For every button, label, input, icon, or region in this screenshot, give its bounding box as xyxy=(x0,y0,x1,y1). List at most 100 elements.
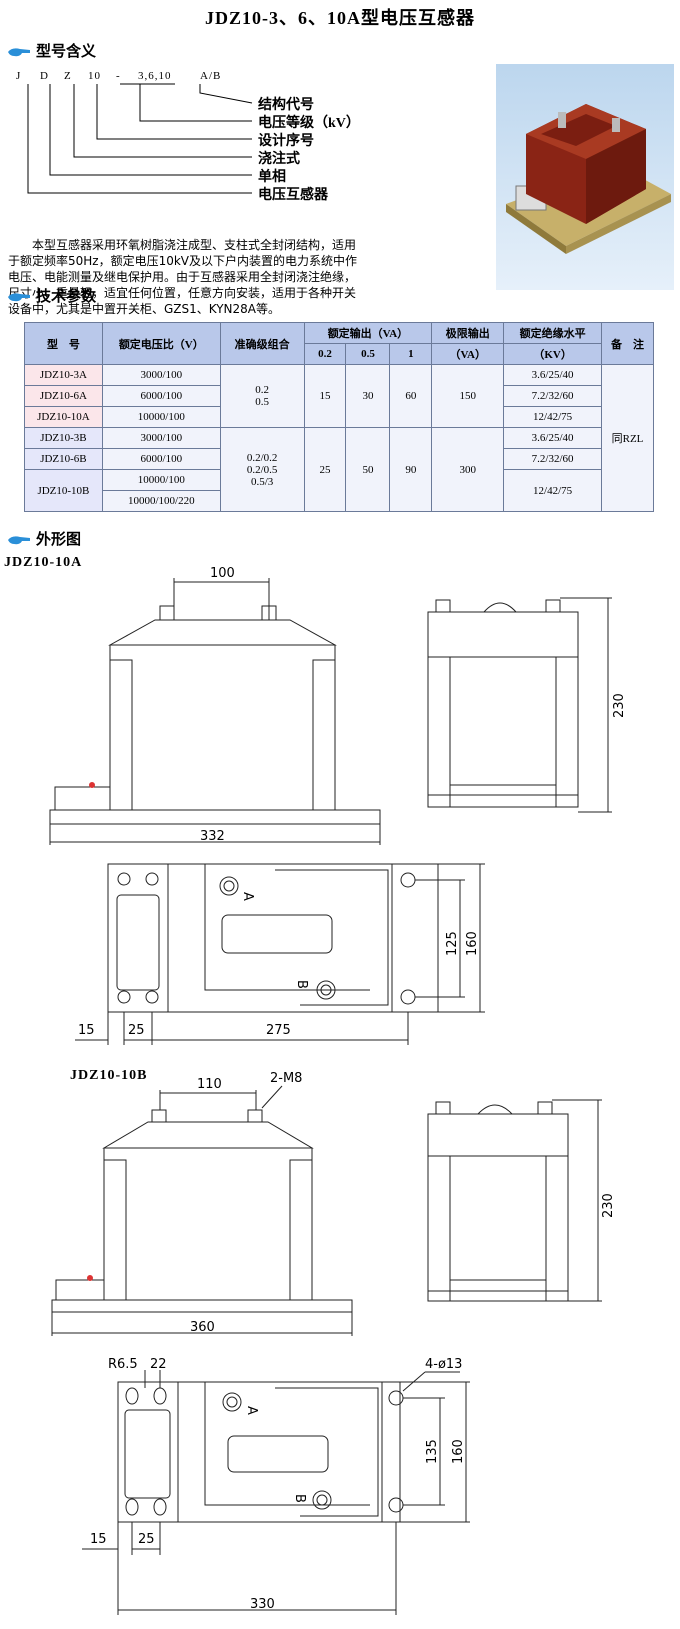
table-cell-ratio: 3000/100 xyxy=(101,427,221,449)
terminal-label: A xyxy=(244,1406,259,1415)
dim-label: 22 xyxy=(150,1357,167,1372)
desc-line: 设备中，尤其是中置开关柜、GZS1、KYN28A等。 xyxy=(8,302,280,316)
dim-label: 160 xyxy=(451,1439,466,1464)
pointing-hand-icon xyxy=(8,292,30,301)
header-limit-unit: （VA） xyxy=(431,343,505,365)
table-cell-insulation: 12/42/75 xyxy=(503,469,603,512)
dim-label: 4-ø13 xyxy=(425,1357,462,1372)
table-cell-output: 50 xyxy=(345,427,391,512)
accuracy-value: 0.2/0.5 xyxy=(246,463,278,476)
meaning-structure: 结构代号 xyxy=(258,98,314,113)
desc-line: 本型互感器采用环氧树脂浇注成型、支柱式全封闭结构，适用 xyxy=(32,238,357,252)
header-model: 型 号 xyxy=(24,322,103,365)
drawing-b-side xyxy=(427,1099,602,1302)
dim-label: 15 xyxy=(90,1532,107,1547)
dim-label: 2-M8 xyxy=(270,1071,302,1086)
dim-label: 15 xyxy=(78,1023,95,1038)
section-tech-params: 技术参数 xyxy=(8,285,96,306)
meaning-single-phase: 单相 xyxy=(258,170,286,185)
header-remark: 备 注 xyxy=(601,322,654,365)
drawing-a-front xyxy=(49,578,381,845)
table-cell-output: 90 xyxy=(389,427,433,512)
accuracy-value: 0.2 xyxy=(255,384,270,396)
drawing-a-top xyxy=(75,863,485,1045)
drawing-a-label: JDZ10-10A xyxy=(4,555,83,570)
dim-label: 160 xyxy=(465,931,480,956)
desc-line: 电压、电能测量及继电保护用。由于互感器采用全封闭浇注绝缘， xyxy=(8,270,357,284)
table-cell-insulation: 12/42/75 xyxy=(503,406,603,428)
section-outline: 外形图 xyxy=(8,528,81,549)
dim-label: 25 xyxy=(128,1023,145,1038)
dim-label: 275 xyxy=(266,1023,291,1038)
dim-label: 25 xyxy=(138,1532,155,1547)
meaning-voltage: 电压等级（kV） xyxy=(258,116,360,131)
code-letter: 3,6,10 xyxy=(138,70,172,82)
table-cell-model: JDZ10-3B xyxy=(24,427,103,449)
table-cell-limit: 300 xyxy=(431,427,505,512)
table-cell-accuracy: 0.2/0.2 0.2/0.5 0.5/3 xyxy=(219,427,305,512)
table-cell-remark: 同RZL xyxy=(601,364,654,512)
dim-label: 135 xyxy=(425,1439,440,1464)
terminal-label: A xyxy=(240,892,255,901)
table-cell-ratio: 10000/100/220 xyxy=(101,490,221,512)
section-title: 型号含义 xyxy=(36,42,97,60)
header-rated-output: 额定输出（VA） xyxy=(303,322,433,344)
code-leader-lines xyxy=(27,83,253,194)
table-cell-ratio: 6000/100 xyxy=(101,448,221,470)
section-model-meaning: 型号含义 xyxy=(8,40,96,61)
description: 本型互感器采用环氧树脂浇注成型、支柱式全封闭结构，适用 于额定频率50Hz，额定… xyxy=(8,237,438,317)
table-cell-output: 25 xyxy=(303,427,347,512)
meaning-design: 设计序号 xyxy=(258,134,314,149)
dim-label: 330 xyxy=(250,1597,275,1612)
accuracy-value: 0.2/0.2 xyxy=(246,451,278,464)
accuracy-value: 0.5/3 xyxy=(250,475,274,488)
code-letter: - xyxy=(116,70,121,82)
header-output-col: 0.2 xyxy=(303,343,347,365)
meaning-vt: 电压互感器 xyxy=(258,188,328,203)
dim-label: 110 xyxy=(197,1077,222,1092)
table-cell-insulation: 3.6/25/40 xyxy=(503,427,603,449)
pointing-hand-icon xyxy=(8,47,30,56)
table-cell-model: JDZ10-6B xyxy=(24,448,103,470)
dim-label: 230 xyxy=(601,1193,616,1218)
table-cell-model: JDZ10-10B xyxy=(24,469,103,512)
page-title: JDZ10-3、6、10A型电压互感器 xyxy=(205,8,475,28)
product-photo xyxy=(496,64,674,290)
drawing-b-label: JDZ10-10B xyxy=(70,1068,148,1083)
drawing-b-front xyxy=(51,1085,353,1336)
table-cell-output: 15 xyxy=(303,364,347,428)
code-letter: A/B xyxy=(200,70,222,82)
table-cell-ratio: 3000/100 xyxy=(101,364,221,386)
table-cell-ratio: 10000/100 xyxy=(101,406,221,428)
meaning-cast: 浇注式 xyxy=(258,152,300,167)
header-insulation: 额定绝缘水平 xyxy=(503,322,603,344)
dim-label: R6.5 xyxy=(108,1357,138,1372)
code-letter: 10 xyxy=(88,70,101,82)
terminal-label: B xyxy=(294,980,309,989)
desc-line: 于额定频率50Hz，额定电压10kV及以下户内装置的电力系统中作 xyxy=(8,254,358,268)
table-cell-insulation: 7.2/32/60 xyxy=(503,385,603,407)
header-output-col: 1 xyxy=(389,343,433,365)
dim-label: 360 xyxy=(190,1320,215,1335)
drawing-b-top xyxy=(82,1370,470,1615)
spec-table: 型 号 额定电压比（V） 准确级组合 额定输出（VA） 极限输出 额定绝缘水平 … xyxy=(24,322,654,512)
code-letter: D xyxy=(40,70,49,82)
dim-label: 230 xyxy=(612,693,627,718)
dim-label: 100 xyxy=(210,566,235,581)
pointing-hand-icon xyxy=(8,535,30,544)
desc-line: 尺寸小、重量轻，适宜任何位置，任意方向安装，适用于各种开关 xyxy=(8,286,357,300)
section-title: 技术参数 xyxy=(36,287,97,305)
table-cell-insulation: 3.6/25/40 xyxy=(503,364,603,386)
header-limit-output: 极限输出 xyxy=(431,322,505,344)
table-cell-accuracy: 0.2 0.5 xyxy=(219,364,305,428)
dim-label: 332 xyxy=(200,829,225,844)
transformer-image xyxy=(506,104,671,254)
table-cell-insulation: 7.2/32/60 xyxy=(503,448,603,470)
accuracy-value: 0.5 xyxy=(255,396,270,408)
table-cell-ratio: 6000/100 xyxy=(101,385,221,407)
header-insulation-unit: （KV） xyxy=(503,343,603,365)
table-cell-output: 60 xyxy=(389,364,433,428)
code-letter: J xyxy=(16,70,22,82)
code-letter: Z xyxy=(64,70,72,82)
